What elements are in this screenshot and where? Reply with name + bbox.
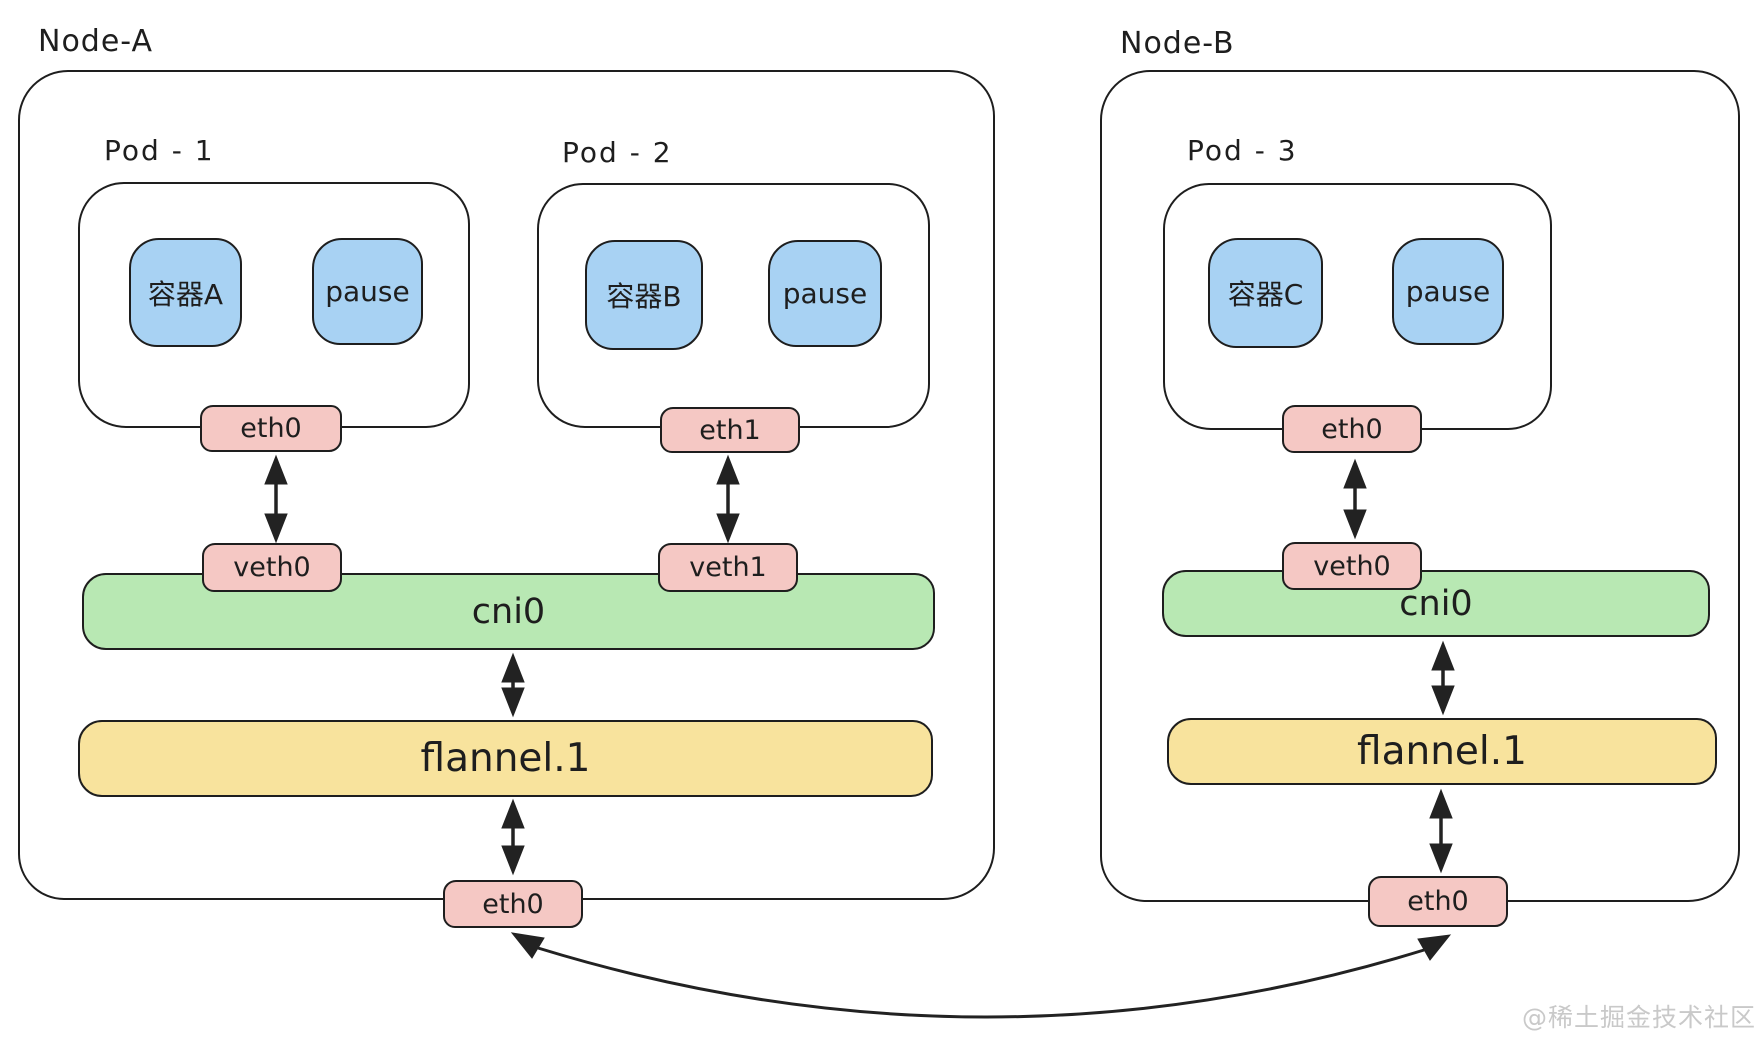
- node-a-veth0-label: veth0: [233, 552, 311, 583]
- container-c-label: 容器C: [1227, 278, 1304, 311]
- node-b-cni0-label: cni0: [1399, 583, 1473, 624]
- pod-1-label: Pod - 1: [104, 134, 215, 167]
- node-a-flannel-bar: flannel.1: [78, 720, 933, 797]
- pod-3-eth0-box: eth0: [1282, 405, 1422, 453]
- container-a-box: 容器A: [129, 238, 242, 347]
- node-b-host-eth0-box: eth0: [1368, 876, 1508, 927]
- node-b-veth0-label: veth0: [1313, 550, 1391, 582]
- node-a-host-eth0-box: eth0: [443, 880, 583, 928]
- pod-3-eth0-label: eth0: [1321, 413, 1383, 445]
- node-b-label: Node-B: [1120, 26, 1235, 61]
- node-a-cni0-label: cni0: [471, 591, 546, 632]
- node-a-veth1-label: veth1: [689, 552, 767, 583]
- node-b-cni0-bridge-bar: cni0: [1162, 570, 1710, 637]
- container-c-box: 容器C: [1208, 238, 1323, 348]
- pod-3-label: Pod - 3: [1187, 134, 1298, 167]
- pod-1-eth0-label: eth0: [240, 413, 302, 444]
- pod-1-eth0-box: eth0: [200, 405, 342, 452]
- node-b-host-eth0-label: eth0: [1407, 886, 1469, 917]
- pod-2-eth1-box: eth1: [660, 407, 800, 453]
- pause-container-pod1-label: pause: [325, 275, 410, 308]
- node-a-host-eth0-label: eth0: [482, 888, 544, 920]
- pause-container-pod2-label: pause: [782, 277, 868, 310]
- juejin-watermark: @稀土掘金技术社区: [1521, 1003, 1756, 1032]
- node-b-veth0-box: veth0: [1282, 542, 1422, 590]
- node-b-flannel-bar: flannel.1: [1167, 718, 1717, 785]
- container-b-box: 容器B: [585, 240, 703, 350]
- pod-2-label: Pod - 2: [562, 136, 673, 169]
- pod-2-eth1-label: eth1: [699, 414, 761, 446]
- pause-container-pod1-box: pause: [312, 238, 423, 345]
- pause-container-pod3-label: pause: [1405, 275, 1491, 308]
- node-b-flannel-label: flannel.1: [1357, 729, 1527, 774]
- arrow-node-a-eth0-node-b-eth0: [510, 932, 1452, 1019]
- node-a-label: Node-A: [38, 24, 153, 59]
- container-b-label: 容器B: [606, 280, 682, 313]
- pause-container-pod2-box: pause: [768, 240, 882, 347]
- node-a-veth1-box: veth1: [658, 543, 798, 592]
- pause-container-pod3-box: pause: [1392, 238, 1504, 345]
- node-a-flannel-label: flannel.1: [420, 736, 591, 781]
- node-a-veth0-box: veth0: [202, 543, 342, 592]
- container-a-label: 容器A: [147, 277, 224, 311]
